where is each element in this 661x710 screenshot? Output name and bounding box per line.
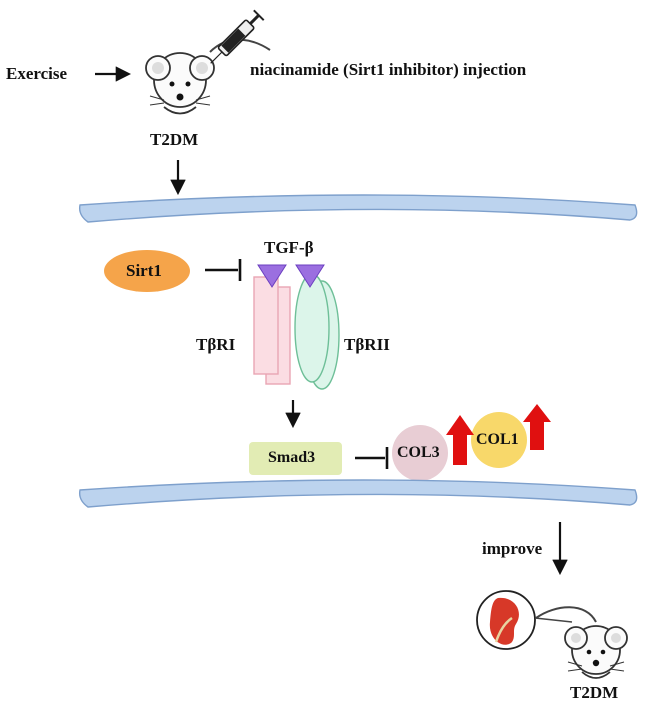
mouse-icon [535, 606, 628, 679]
syringe-icon [210, 9, 265, 64]
exercise-label: Exercise [6, 64, 68, 83]
col3-up-arrow [446, 415, 474, 465]
tgfb-ligand-1 [257, 264, 287, 288]
smad3-node [249, 442, 342, 475]
mouse-icon [145, 38, 271, 115]
kidney-connector [534, 617, 573, 623]
receptor1-shape-front [253, 276, 279, 375]
col3-label: COL3 [397, 444, 440, 461]
col3-node [392, 425, 448, 481]
receptor2-shape-front [294, 273, 330, 383]
tgfb-ligand-2 [295, 264, 325, 288]
bottom-model-label: T2DM [570, 683, 619, 702]
tgfb-label: TGF-β [264, 238, 314, 257]
top-model-label: T2DM [150, 130, 199, 149]
receptor1-label: TβRI [196, 335, 236, 354]
sirt1-node [104, 250, 190, 292]
top-membrane [78, 194, 638, 223]
kidney-icon [476, 590, 536, 650]
smad3-label: Smad3 [268, 449, 316, 466]
col1-node [471, 412, 527, 468]
improve-label: improve [482, 539, 543, 558]
sirt1-label: Sirt1 [126, 261, 162, 280]
col1-up-arrow [523, 404, 551, 450]
receptor2-label: TβRII [344, 335, 390, 354]
injection-label: niacinamide (Sirt1 inhibitor) injection [250, 60, 527, 79]
bottom-membrane [78, 479, 638, 508]
col1-label: COL1 [476, 431, 519, 448]
